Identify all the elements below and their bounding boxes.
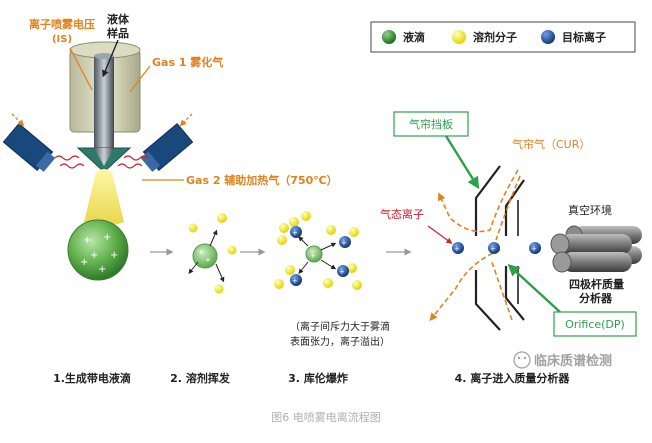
gas1-label: Gas 1 雾化气 [152, 55, 223, 69]
gas-ions-pointer [427, 225, 453, 244]
legend-solvent-label: 溶剂分子 [473, 30, 517, 44]
quadrupole-label-2: 分析器 [579, 291, 613, 305]
is-pointer [69, 47, 93, 91]
svg-text:+: + [90, 250, 98, 261]
step-2-label: 2. 溶剂挥发 [170, 371, 231, 385]
mass-analyzer-interface: + + + [427, 135, 642, 331]
quadrupole-rods [550, 225, 642, 273]
curtain-gas-label: 气帘气（CUR） [512, 137, 590, 151]
vacuum-label: 真空环境 [568, 203, 612, 217]
is-abbr-label: (IS) [52, 34, 72, 45]
orifice-label: Orifice(DP) [565, 318, 625, 331]
legend-solvent-swatch [452, 30, 466, 44]
gas-ions-label: 气态离子 [380, 207, 424, 221]
legend-droplet-swatch [382, 30, 396, 44]
gas-ion-2 [488, 242, 500, 254]
svg-text:+: + [83, 235, 91, 246]
coulomb-explosion: + + + + + [274, 211, 362, 290]
liquid-sample-label-2: 样品 [107, 26, 129, 40]
orifice-plate [504, 179, 525, 236]
gas-ion-3 [529, 242, 541, 254]
liquid-sample-label-1: 液体 [107, 12, 130, 26]
curtain-gas-flow-bottom [429, 249, 501, 322]
svg-text:+: + [292, 277, 298, 285]
orifice-pointer [507, 263, 561, 313]
svg-text:+: + [310, 252, 316, 260]
svg-text:+: + [339, 268, 345, 276]
watermark-text: 临床质谱检测 [534, 353, 612, 369]
legend-box [370, 21, 636, 53]
step-3-label: 3. 库伦爆炸 [288, 371, 348, 385]
explode-note-2: 表面张力，离子溢出） [290, 335, 390, 348]
legend-droplet-label: 液滴 [403, 30, 425, 44]
svg-text:+: + [531, 245, 537, 253]
ion-source [2, 39, 194, 226]
spray-plume [84, 169, 124, 226]
quadrupole-label-1: 四极杆质量 [569, 277, 624, 291]
evaporating-droplet: + + [188, 213, 237, 294]
svg-text:+: + [454, 245, 460, 253]
gas1-pointer [129, 65, 151, 93]
svg-text:+: + [341, 239, 347, 247]
curtain-gas-flow-top [438, 169, 519, 233]
svg-text:+: + [110, 250, 118, 261]
sample-pointer [102, 39, 119, 78]
curtain-plate-label-box [393, 111, 469, 137]
explode-note-1: （离子间斥力大于雾滴 [290, 320, 390, 333]
spray-needle [94, 56, 114, 156]
is-voltage-label: 离子喷雾电压 [29, 17, 95, 31]
gas2-label: Gas 2 辅助加热气（750℃） [186, 173, 338, 187]
figure-caption: 图6 电喷雾电离流程图 [271, 410, 381, 424]
svg-text:+: + [103, 232, 111, 243]
curtain-plate-label: 气帘挡板 [409, 117, 453, 131]
legend-target-swatch [541, 30, 555, 44]
svg-text:+: + [292, 229, 298, 237]
curtain-plate-pointer [444, 135, 480, 190]
svg-text:+: + [198, 248, 204, 256]
watermark: 临床质谱检测 [513, 351, 612, 369]
heater-left [2, 122, 56, 172]
svg-text:+: + [98, 264, 106, 275]
step-4-label: 4. 离子进入质量分析器 [455, 371, 571, 385]
svg-text:+: + [205, 256, 211, 264]
watermark-logo-icon [513, 351, 531, 369]
legend: 液滴 溶剂分子 目标离子 [370, 21, 636, 53]
heat-wave-left [54, 155, 85, 169]
step-1-label: 1.生成带电液滴 [53, 371, 131, 385]
svg-text:+: + [80, 257, 88, 268]
heat-wave-right [117, 155, 149, 169]
gas-ion-1 [452, 242, 464, 254]
svg-text:+: + [490, 245, 496, 253]
legend-target-label: 目标离子 [562, 30, 606, 44]
orifice-label-box [553, 311, 637, 337]
charged-droplet: + + + + + + [67, 219, 129, 281]
heater-right [140, 122, 194, 172]
curtain-plate [474, 165, 501, 236]
